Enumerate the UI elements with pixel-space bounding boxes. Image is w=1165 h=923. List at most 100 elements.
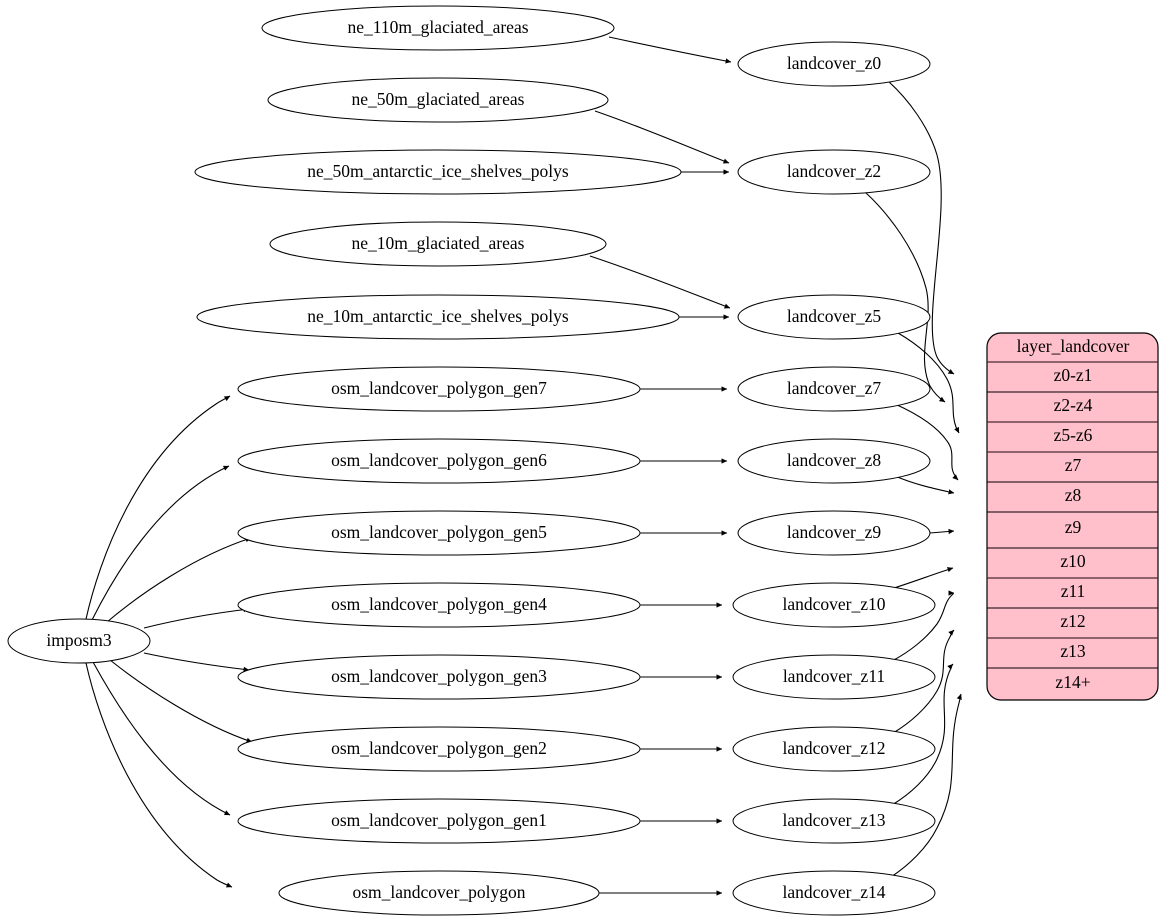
node-ne-50m-glaciated-areas[interactable]: ne_50m_glaciated_areas: [267, 77, 609, 123]
node-shape: [237, 798, 641, 844]
edge-imposm3-to-gen1: [92, 661, 231, 816]
node-osm-landcover-polygon[interactable]: osm_landcover_polygon: [278, 870, 600, 916]
table-row-z12[interactable]: z12: [1060, 611, 1085, 631]
node-layer: imposm3 ne_110m_glaciated_areas ne_50m_g…: [7, 5, 936, 916]
edge-ne10glac-to-z5: [589, 255, 731, 309]
node-landcover-z12[interactable]: landcover_z12: [732, 726, 936, 772]
node-landcover-z5[interactable]: landcover_z5: [737, 294, 931, 340]
edge-z0-to-row-z0z1: [887, 80, 955, 375]
node-landcover-z8[interactable]: landcover_z8: [737, 438, 931, 484]
node-label: landcover_z14: [782, 882, 885, 902]
table-row-z9[interactable]: z9: [1065, 517, 1082, 537]
node-osm-landcover-polygon-gen4[interactable]: osm_landcover_polygon_gen4: [237, 582, 641, 628]
node-shape: [267, 77, 609, 123]
table-row-z11[interactable]: z11: [1061, 581, 1086, 601]
node-shape: [732, 870, 936, 916]
node-ne-10m-antarctic-ice-shelves-polys[interactable]: ne_10m_antarctic_ice_shelves_polys: [196, 294, 680, 340]
node-label: ne_110m_glaciated_areas: [347, 17, 528, 37]
node-label: osm_landcover_polygon_gen1: [331, 810, 547, 830]
node-label: landcover_z7: [787, 378, 882, 398]
node-shape: [237, 582, 641, 628]
edge-imposm3-to-gen7: [85, 395, 231, 620]
edge-layer: [85, 36, 962, 896]
node-osm-landcover-polygon-gen5[interactable]: osm_landcover_polygon_gen5: [237, 510, 641, 556]
table-row-z14plus[interactable]: z14+: [1055, 672, 1090, 692]
node-shape: [7, 618, 151, 664]
node-label: landcover_z11: [783, 666, 885, 686]
node-shape: [237, 366, 641, 412]
edge-z10-to-row-z10: [893, 567, 954, 589]
node-imposm3[interactable]: imposm3: [7, 618, 151, 664]
table-dividers: [987, 361, 1158, 669]
node-label: ne_50m_glaciated_areas: [352, 89, 525, 109]
node-landcover-z2[interactable]: landcover_z2: [737, 149, 931, 195]
node-shape: [732, 798, 936, 844]
node-shape: [732, 582, 936, 628]
edge-ne110-to-z0: [608, 36, 732, 64]
edge-imposm3-to-gen6: [91, 465, 230, 621]
node-label: landcover_z0: [787, 53, 882, 73]
node-osm-landcover-polygon-gen2[interactable]: osm_landcover_polygon_gen2: [237, 726, 641, 772]
edge-imposm3-to-polygon: [85, 662, 233, 888]
node-label: landcover_z5: [787, 306, 882, 326]
edge-imposm3-to-gen3: [143, 652, 250, 672]
node-ne-50m-antarctic-ice-shelves-polys[interactable]: ne_50m_antarctic_ice_shelves_polys: [194, 149, 682, 195]
node-label: osm_landcover_polygon_gen6: [331, 450, 547, 470]
node-landcover-z11[interactable]: landcover_z11: [732, 654, 936, 700]
node-shape: [261, 5, 615, 51]
node-landcover-z13[interactable]: landcover_z13: [732, 798, 936, 844]
node-label: landcover_z10: [782, 594, 885, 614]
node-label: ne_10m_glaciated_areas: [352, 233, 525, 253]
node-shape: [737, 294, 931, 340]
node-ne-10m-glaciated-areas[interactable]: ne_10m_glaciated_areas: [269, 221, 607, 267]
node-imposm3-label: imposm3: [46, 630, 111, 650]
edge-imposm3-to-gen5: [106, 537, 252, 623]
node-shape: [737, 41, 931, 87]
table-row-z0-z1[interactable]: z0-z1: [1054, 365, 1093, 385]
node-landcover-z10[interactable]: landcover_z10: [732, 582, 936, 628]
table-title: layer_landcover: [1017, 336, 1130, 356]
edge-z9-to-row-z9: [929, 528, 955, 535]
table-row-z10[interactable]: z10: [1060, 551, 1086, 571]
node-shape: [737, 438, 931, 484]
node-label: landcover_z13: [782, 810, 885, 830]
node-shape: [737, 366, 931, 412]
table-row-z7[interactable]: z7: [1065, 455, 1082, 475]
node-shape: [737, 510, 931, 556]
edge-z13-to-row-z13: [891, 663, 954, 806]
node-label: osm_landcover_polygon_gen3: [331, 666, 547, 686]
table-row-z8[interactable]: z8: [1065, 485, 1082, 505]
node-osm-landcover-polygon-gen1[interactable]: osm_landcover_polygon_gen1: [237, 798, 641, 844]
node-ne-110m-glaciated-areas[interactable]: ne_110m_glaciated_areas: [261, 5, 615, 51]
node-shape: [237, 726, 641, 772]
edge-z8-to-row-z8: [894, 475, 955, 495]
node-landcover-z0[interactable]: landcover_z0: [737, 41, 931, 87]
node-label: ne_10m_antarctic_ice_shelves_polys: [307, 306, 569, 326]
table-row-z5-z6[interactable]: z5-z6: [1054, 425, 1093, 445]
node-label: ne_50m_antarctic_ice_shelves_polys: [307, 161, 569, 181]
node-landcover-z7[interactable]: landcover_z7: [737, 366, 931, 412]
node-osm-landcover-polygon-gen7[interactable]: osm_landcover_polygon_gen7: [237, 366, 641, 412]
node-shape: [194, 149, 682, 195]
node-shape: [196, 294, 680, 340]
layer-landcover-table[interactable]: layer_landcover z0-z1 z2-z4 z5-z6 z7 z8 …: [986, 332, 1159, 701]
edge-z11-to-row-z11: [891, 590, 955, 662]
node-shape: [278, 870, 600, 916]
node-shape: [737, 149, 931, 195]
edge-imposm3-to-gen4: [143, 607, 250, 629]
node-shape: [732, 726, 936, 772]
node-shape: [269, 221, 607, 267]
node-shape: [237, 654, 641, 700]
edge-z5-to-row-z5z6: [897, 332, 960, 434]
table-row-z2-z4[interactable]: z2-z4: [1054, 395, 1093, 415]
edge-z12-to-row-z12: [892, 629, 955, 734]
node-landcover-z14[interactable]: landcover_z14: [732, 870, 936, 916]
node-osm-landcover-polygon-gen3[interactable]: osm_landcover_polygon_gen3: [237, 654, 641, 700]
edge-imposm3-to-gen2: [109, 659, 253, 743]
node-osm-landcover-polygon-gen6[interactable]: osm_landcover_polygon_gen6: [237, 438, 641, 484]
node-shape: [732, 654, 936, 700]
table-row-z13[interactable]: z13: [1060, 641, 1086, 661]
node-label: osm_landcover_polygon_gen2: [331, 738, 547, 758]
node-landcover-z9[interactable]: landcover_z9: [737, 510, 931, 556]
